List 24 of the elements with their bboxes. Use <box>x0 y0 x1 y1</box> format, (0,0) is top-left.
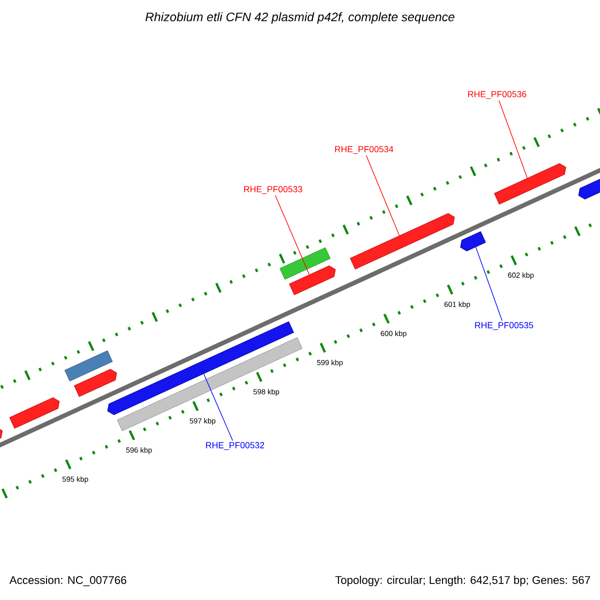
summary-text: Topology: circular; Length: 642,517 bp; Genes: 567 <box>335 576 590 586</box>
leader-line <box>366 154 400 236</box>
gene-label: RHE_PF00536 <box>468 91 526 99</box>
gene-label: RHE_PF00534 <box>335 146 394 154</box>
leader-line <box>498 100 528 178</box>
title: Rhizobium etli CFN 42 plasmid p42f, complete sequence <box>146 12 454 24</box>
gene-block <box>494 163 566 205</box>
accession-text: Accession: NC_007766 <box>9 576 126 586</box>
gene-label: RHE_PF00532 <box>206 442 264 450</box>
gene-block <box>74 368 117 397</box>
gene-block <box>578 177 600 200</box>
leader-line <box>274 194 310 275</box>
gene-bar <box>280 247 331 280</box>
gene-block <box>350 213 455 270</box>
gene-block <box>107 321 294 416</box>
gene-bar <box>64 350 113 382</box>
gene-label: RHE_PF00533 <box>244 186 302 194</box>
gene-block <box>289 265 336 296</box>
leader-line <box>475 246 502 321</box>
gene-block <box>9 397 60 429</box>
gene-block <box>460 231 486 252</box>
leader-line <box>203 374 234 441</box>
gene-bar <box>116 337 302 432</box>
gene-label: RHE_PF00535 <box>475 322 534 330</box>
